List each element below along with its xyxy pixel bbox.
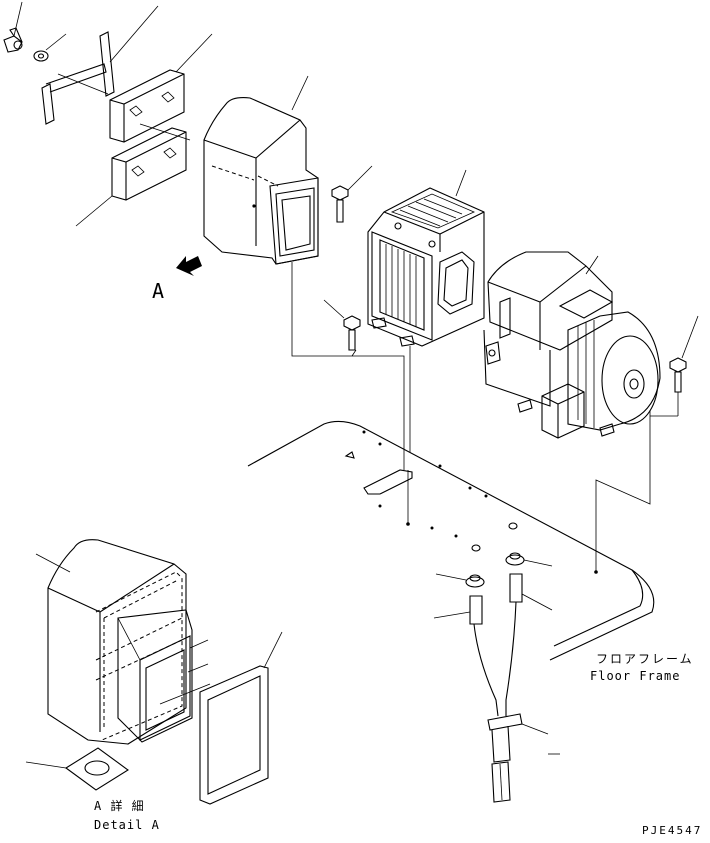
detail-a-gasket bbox=[199, 631, 283, 805]
floor-frame-jp-label: フロアフレーム bbox=[596, 652, 694, 666]
detail-a-plate bbox=[25, 747, 129, 791]
assembly-leader-lines bbox=[291, 262, 679, 572]
heater-unit bbox=[367, 169, 485, 347]
bolt-middle bbox=[323, 299, 361, 351]
bolt-upper bbox=[331, 165, 373, 223]
drain-grommet-left bbox=[435, 544, 485, 588]
filter-element-upper bbox=[109, 33, 213, 143]
drain-hose-right bbox=[505, 573, 553, 716]
drain-grommet-right bbox=[505, 522, 553, 567]
floor-frame bbox=[247, 420, 655, 661]
hose-clamp bbox=[487, 713, 560, 763]
blower-unit bbox=[483, 251, 661, 439]
part-number-label: PJE4547 bbox=[642, 824, 702, 837]
wing-nut bbox=[3, 1, 23, 53]
mounting-bracket bbox=[41, 5, 159, 125]
drain-hose-left bbox=[433, 595, 499, 717]
detail-a-en-label: Detail A bbox=[94, 818, 160, 832]
view-arrow-icon bbox=[176, 256, 202, 276]
view-marker-label: A bbox=[152, 279, 164, 303]
detail-a-jp-label: A 詳 細 bbox=[94, 798, 145, 813]
bolt-right bbox=[669, 315, 699, 393]
washer bbox=[33, 33, 67, 62]
filter-element-lower bbox=[75, 123, 191, 227]
drain-hose-outlet bbox=[491, 761, 511, 803]
detail-a-housing bbox=[35, 539, 211, 745]
floor-frame-en-label: Floor Frame bbox=[590, 669, 680, 683]
duct-housing bbox=[203, 75, 319, 265]
